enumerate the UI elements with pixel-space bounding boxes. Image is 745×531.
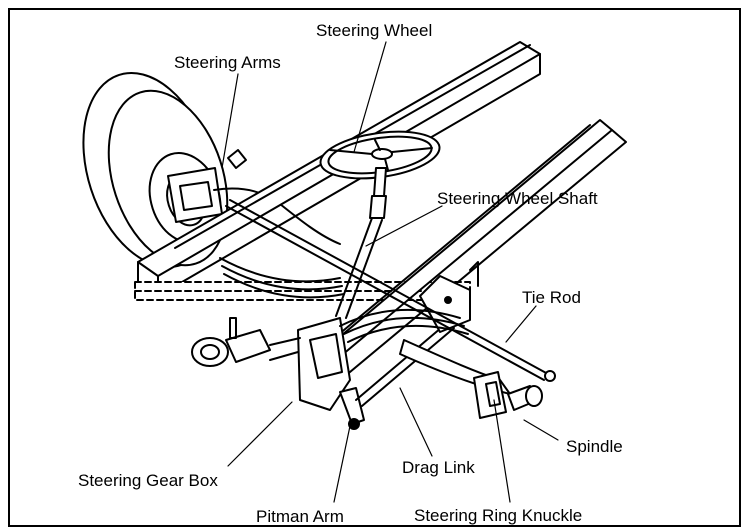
steering-arms-leader (221, 73, 239, 169)
spindle-leader (523, 419, 559, 441)
steering-wheel-leader (353, 41, 387, 153)
steering-gear-box-leader (227, 401, 293, 467)
tie-rod-graphic (225, 199, 556, 382)
left-tire (82, 71, 229, 269)
steering-gear-box-label: Steering Gear Box (78, 471, 218, 490)
drag-link-leader (399, 387, 433, 457)
right-axle (399, 339, 543, 419)
steering-shaft-graphic (335, 167, 387, 319)
leader-lines (221, 41, 559, 503)
gear-box-graphic (191, 317, 351, 411)
drag-link-graphic (355, 321, 455, 407)
steering-wheel-graphic (319, 130, 441, 180)
steering-wheel-label: Steering Wheel (316, 21, 433, 40)
drag-link-label: Drag Link (402, 458, 475, 477)
spindle-label: Spindle (566, 437, 623, 456)
steering-ring-knuckle-label: Steering Ring Knuckle (414, 506, 583, 525)
pitman-arm-graphic (339, 387, 365, 430)
steering-wheel-shaft-label: Steering Wheel Shaft (437, 189, 598, 208)
pitman-arm-label: Pitman Arm (256, 507, 344, 526)
left-leaf-spring (219, 257, 345, 299)
tie-rod-leader (505, 305, 537, 343)
steering-wheel-shaft-leader (365, 205, 443, 247)
steering-arms-label: Steering Arms (174, 53, 281, 72)
pitman-arm-leader (333, 425, 351, 503)
steering-ring-knuckle-leader (493, 399, 511, 503)
tie-rod-label: Tie Rod (522, 288, 581, 307)
